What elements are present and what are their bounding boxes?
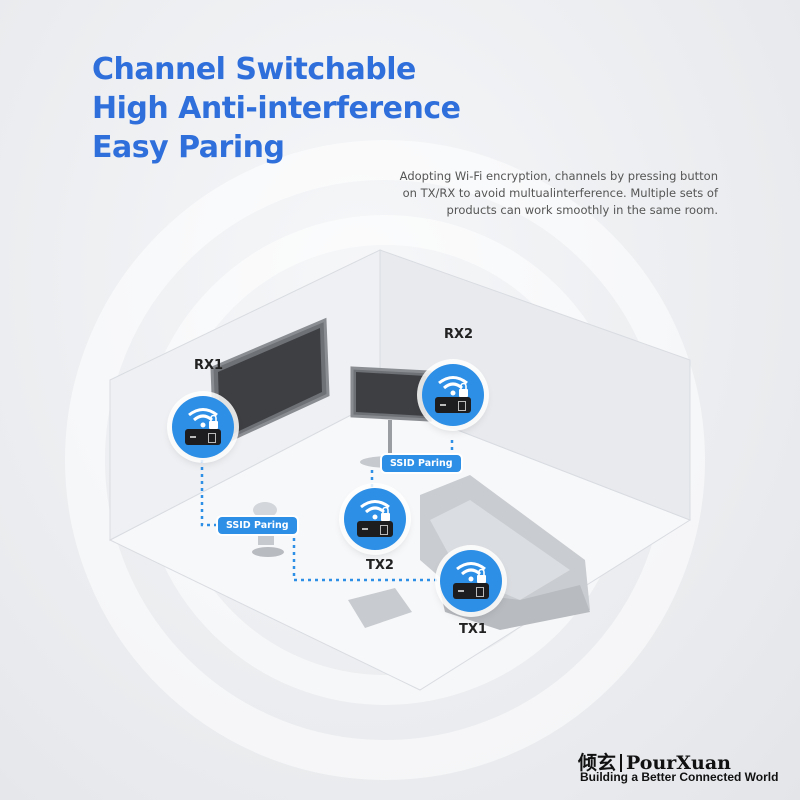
lock-icon <box>477 575 486 583</box>
lock-icon <box>209 421 218 429</box>
wifi-icon <box>438 376 468 397</box>
tx1-badge <box>440 550 502 612</box>
wifi-icon <box>360 500 390 521</box>
wireless-dongle-icon <box>453 583 489 599</box>
rx2-badge <box>422 364 484 426</box>
description-line-2: on TX/RX to avoid multualinterference. M… <box>402 186 718 200</box>
link-lines <box>200 440 454 582</box>
ottoman <box>348 588 412 628</box>
rx1-label: RX1 <box>194 358 224 373</box>
brand-slogan: Building a Better Connected World <box>580 770 779 784</box>
wireless-dongle-icon <box>435 397 471 413</box>
description-line-1: Adopting Wi-Fi encryption, channels by p… <box>399 169 718 183</box>
brand-chinese: 倾玄 <box>578 752 617 774</box>
description-line-3: products can work smoothly in the same r… <box>446 203 718 217</box>
wifi-icon <box>456 562 486 583</box>
tx2-label: TX2 <box>366 558 394 573</box>
wifi-icon <box>188 408 218 429</box>
headline-line-2: High Anti-interference <box>92 91 461 126</box>
brand-logo: 倾玄 PourXuan <box>578 748 731 775</box>
tx2-badge <box>344 488 406 550</box>
headline-line-1: Channel Switchable <box>92 52 416 87</box>
rx1-badge <box>172 396 234 458</box>
brand-name: PourXuan <box>626 752 731 774</box>
headline-line-3: Easy Paring <box>92 130 285 165</box>
lock-icon <box>459 389 468 397</box>
brand-divider <box>620 754 623 772</box>
lock-icon <box>381 513 390 521</box>
ssid-pairing-right: SSID Paring <box>382 455 461 472</box>
wireless-dongle-icon <box>185 429 221 445</box>
tv-right <box>350 366 432 468</box>
wireless-dongle-icon <box>357 521 393 537</box>
tx1-label: TX1 <box>459 622 487 637</box>
description: Adopting Wi-Fi encryption, channels by p… <box>358 168 718 219</box>
ssid-pairing-left: SSID Paring <box>218 517 297 534</box>
room-wall-right <box>379 249 691 521</box>
rx2-label: RX2 <box>444 327 474 342</box>
